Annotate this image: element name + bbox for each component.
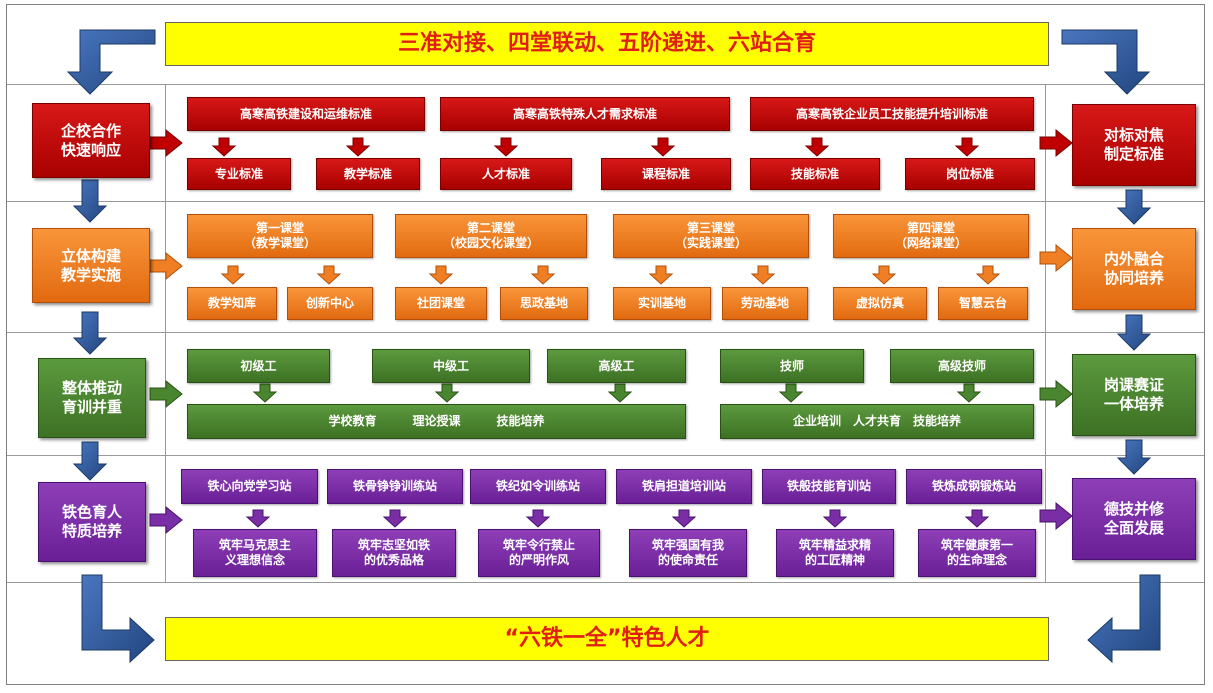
left-box-2: 立体构建 教学实施: [32, 228, 150, 303]
classroom-item-8: 智慧云台: [938, 287, 1028, 320]
standard-box-3: 高寒高铁企业员工技能提升培训标准: [750, 97, 1034, 131]
down-arrow-right-2: [1116, 314, 1152, 351]
side-arrow-row2-left: [149, 251, 183, 281]
column-divider: [165, 84, 166, 582]
side-arrow-row3-left: [149, 379, 183, 409]
row-divider: [7, 455, 1204, 456]
flow-arrow-top-right: [1061, 29, 1151, 95]
classroom-item-3: 社团课堂: [395, 287, 487, 320]
right-box-3: 岗课赛证 一体培养: [1072, 354, 1196, 436]
classroom-item-1: 教学知库: [187, 287, 277, 320]
side-arrow-row3-right: [1039, 379, 1073, 409]
down-arrow-right-3: [1116, 439, 1152, 475]
station-goal-1: 筑牢马克思主 义理想信念: [193, 529, 317, 577]
flow-arrow-top-left: [66, 29, 156, 95]
standard-item-6: 岗位标准: [905, 158, 1035, 190]
classroom-box-3: 第三课堂 （实践课堂）: [613, 214, 809, 258]
classroom-item-7: 虚拟仿真: [833, 287, 927, 320]
station-goal-5: 筑牢精益求精 的工匠精神: [776, 529, 894, 577]
row-divider: [7, 582, 1204, 583]
classroom-item-4: 思政基地: [500, 287, 588, 320]
flow-arrow-bottom-right: [1087, 574, 1161, 664]
standard-item-3: 人才标准: [440, 158, 572, 190]
row-divider: [7, 201, 1204, 202]
level-box-2: 中级工: [372, 349, 530, 383]
left-box-3: 整体推动 育训并重: [38, 358, 146, 438]
level-box-3: 高级工: [547, 349, 686, 383]
standard-item-1: 专业标准: [187, 158, 291, 190]
station-box-4: 铁肩担道培训站: [616, 469, 752, 504]
classroom-box-2: 第二课堂 （校园文化课堂）: [395, 214, 587, 258]
right-box-4: 德技并修 全面发展: [1072, 478, 1196, 560]
classroom-item-5: 实训基地: [613, 287, 711, 320]
level-box-4: 技师: [720, 349, 864, 383]
down-arrow-right-1: [1116, 189, 1152, 225]
side-arrow-row2-right: [1039, 243, 1073, 273]
level-box-5: 高级技师: [890, 349, 1034, 383]
side-arrow-row4-right: [1039, 501, 1073, 531]
standard-box-1: 高寒高铁建设和运维标准: [187, 97, 425, 131]
standard-box-2: 高寒高铁特殊人才需求标准: [440, 97, 730, 131]
standard-item-2: 教学标准: [316, 158, 420, 190]
station-goal-4: 筑牢强国有我 的使命责任: [629, 529, 747, 577]
station-goal-2: 筑牢志坚如铁 的优秀品格: [332, 529, 456, 577]
station-box-2: 铁骨铮铮训练站: [327, 469, 463, 504]
side-arrow-row1-left: [149, 128, 183, 158]
side-arrow-row4-left: [149, 505, 183, 535]
column-divider: [1045, 84, 1046, 582]
station-box-1: 铁心向党学习站: [181, 469, 318, 504]
right-box-2: 内外融合 协同培养: [1072, 228, 1196, 310]
classroom-item-2: 创新中心: [287, 287, 373, 320]
station-goal-6: 筑牢健康第一 的生命理念: [918, 529, 1036, 577]
down-arrow-left-2: [72, 311, 108, 355]
level-box-1: 初级工: [187, 349, 330, 383]
side-arrow-row1-right: [1039, 128, 1073, 158]
row-divider: [7, 84, 1204, 85]
classroom-box-1: 第一课堂 （教学课堂）: [187, 214, 373, 258]
station-goal-3: 筑牢令行禁止 的严明作风: [478, 529, 600, 577]
down-arrow-left-3: [72, 441, 108, 481]
left-box-4: 铁色育人 特质培养: [38, 482, 146, 562]
station-box-3: 铁纪如令训练站: [470, 469, 606, 504]
left-box-1: 企校合作 快速响应: [32, 103, 150, 178]
standard-item-4: 课程标准: [601, 158, 731, 190]
station-box-6: 铁炼成钢锻炼站: [906, 469, 1042, 504]
flow-arrow-bottom-left: [81, 574, 155, 664]
row-divider: [7, 332, 1204, 333]
station-box-5: 铁般技能育训站: [762, 469, 896, 504]
footer-banner: “六铁一全”特色人才: [165, 617, 1049, 661]
school-education-bar: 学校教育 理论授课 技能培养: [187, 404, 686, 439]
classroom-item-6: 劳动基地: [722, 287, 808, 320]
title-banner: 三准对接、四堂联动、五阶递进、六站合育: [165, 22, 1049, 66]
classroom-box-4: 第四课堂 （网络课堂）: [833, 214, 1029, 258]
down-arrow-left-1: [72, 179, 108, 223]
enterprise-training-bar: 企业培训 人才共育 技能培养: [720, 404, 1034, 439]
standard-item-5: 技能标准: [750, 158, 880, 190]
right-box-1: 对标对焦 制定标准: [1072, 104, 1196, 186]
